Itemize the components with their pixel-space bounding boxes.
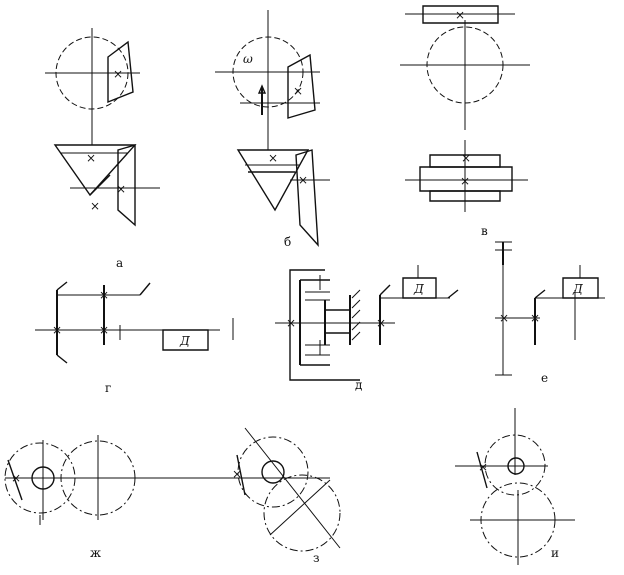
caption-zh: ж — [90, 546, 101, 560]
gear-circle-i-1 — [485, 435, 545, 495]
motor-box-d — [403, 278, 436, 298]
svg-text:×: × — [232, 467, 242, 481]
scheme-z: × з — [232, 428, 340, 565]
svg-text:×: × — [460, 174, 470, 188]
scheme-d: × × Д д — [275, 265, 458, 392]
caption-v: в — [481, 224, 488, 238]
motor-label-e: Д — [572, 282, 583, 296]
svg-text:×: × — [99, 323, 109, 337]
svg-text:×: × — [478, 460, 488, 474]
bevel-triangle-a — [55, 145, 135, 195]
svg-text:×: × — [376, 316, 386, 330]
scheme-a: × × × × а — [45, 28, 160, 270]
scheme-zh: × ж — [5, 435, 265, 560]
svg-text:×: × — [99, 288, 109, 302]
svg-text:×: × — [86, 151, 96, 165]
gear-circle-z-1 — [238, 437, 308, 507]
caption-i: и — [551, 546, 559, 560]
caption-a: а — [116, 256, 123, 270]
bevel-gear-a — [108, 42, 133, 102]
svg-text:×: × — [530, 311, 540, 325]
svg-text:×: × — [286, 316, 296, 330]
svg-text:×: × — [116, 182, 126, 196]
motor-label-g: Д — [179, 334, 190, 348]
svg-text:×: × — [298, 173, 308, 187]
svg-text:×: × — [293, 84, 303, 98]
caption-g: г — [105, 381, 111, 395]
svg-text:×: × — [461, 151, 471, 165]
svg-text:×: × — [113, 67, 123, 81]
motor-label-d: Д — [413, 282, 424, 296]
svg-text:×: × — [11, 471, 21, 485]
svg-text:×: × — [499, 311, 509, 325]
scheme-v: × × × в — [400, 6, 530, 238]
svg-text:×: × — [455, 8, 465, 22]
housing-d — [290, 270, 360, 380]
caption-z: з — [313, 551, 320, 565]
caption-b: б — [284, 235, 291, 249]
scheme-g: × × × Д г — [35, 282, 233, 395]
caption-e: е — [541, 371, 548, 385]
svg-text:×: × — [268, 151, 278, 165]
omega-label: ω — [243, 52, 253, 66]
caption-d: д — [355, 378, 362, 392]
motor-box-g — [163, 330, 208, 350]
bevel-gear-b — [288, 55, 315, 118]
scheme-b: × ω × × б — [215, 10, 330, 249]
gear-circle-z-2 — [264, 475, 340, 551]
svg-text:×: × — [90, 199, 100, 213]
scheme-e: × × Д е — [495, 242, 605, 385]
small-circle-z — [262, 461, 284, 483]
svg-text:×: × — [52, 323, 62, 337]
scheme-i: × и — [455, 408, 575, 565]
